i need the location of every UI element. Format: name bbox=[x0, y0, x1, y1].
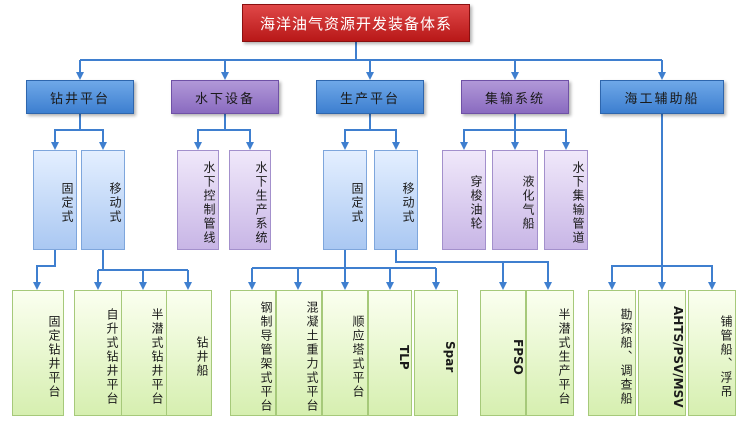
leaf-concrete-gravity-platform: 混凝土重力式平台 bbox=[276, 290, 322, 416]
category-transport-system: 集输系统 bbox=[461, 80, 569, 114]
sub-subsea-pipeline: 水下集输管道 bbox=[544, 150, 588, 250]
sub-subsea-control-lines: 水下控制管线 bbox=[177, 150, 219, 250]
category-production-platform: 生产平台 bbox=[316, 80, 424, 114]
leaf-drillship: 钻井船 bbox=[166, 290, 212, 416]
category-subsea-equipment: 水下设备 bbox=[171, 80, 279, 114]
leaf-survey-ship: 勘探船、调查船 bbox=[588, 290, 636, 416]
root-node: 海洋油气资源开发装备体系 bbox=[242, 4, 470, 42]
leaf-semisub-production-platform: 半潜式生产平台 bbox=[526, 290, 574, 416]
leaf-compliant-tower-platform: 顺应塔式平台 bbox=[322, 290, 368, 416]
leaf-spar: Spar bbox=[414, 290, 458, 416]
sub-subsea-production-system: 水下生产系统 bbox=[229, 150, 271, 250]
sub-drilling-mobile: 移动式 bbox=[81, 150, 125, 250]
leaf-tlp: TLP bbox=[368, 290, 412, 416]
sub-lng-carrier: 液化气船 bbox=[492, 150, 538, 250]
leaf-fpso: FPSO bbox=[480, 290, 526, 416]
sub-production-mobile: 移动式 bbox=[374, 150, 418, 250]
sub-production-fixed: 固定式 bbox=[323, 150, 367, 250]
sub-drilling-fixed: 固定式 bbox=[33, 150, 77, 250]
leaf-semisub-drilling-platform: 半潜式钻井平台 bbox=[121, 290, 167, 416]
leaf-ahts-psv-msv: AHTS/PSV/MSV bbox=[638, 290, 686, 416]
leaf-pipelay-crane: 铺管船、浮吊 bbox=[688, 290, 736, 416]
category-auxiliary-vessel: 海工辅助船 bbox=[600, 80, 724, 114]
leaf-steel-jacket-platform: 钢制导管架式平台 bbox=[230, 290, 276, 416]
leaf-fixed-drilling-platform: 固定钻井平台 bbox=[12, 290, 64, 416]
sub-shuttle-tanker: 穿梭油轮 bbox=[442, 150, 486, 250]
category-drilling-platform: 钻井平台 bbox=[26, 80, 134, 114]
leaf-jackup-drilling-platform: 自升式钻井平台 bbox=[74, 290, 122, 416]
